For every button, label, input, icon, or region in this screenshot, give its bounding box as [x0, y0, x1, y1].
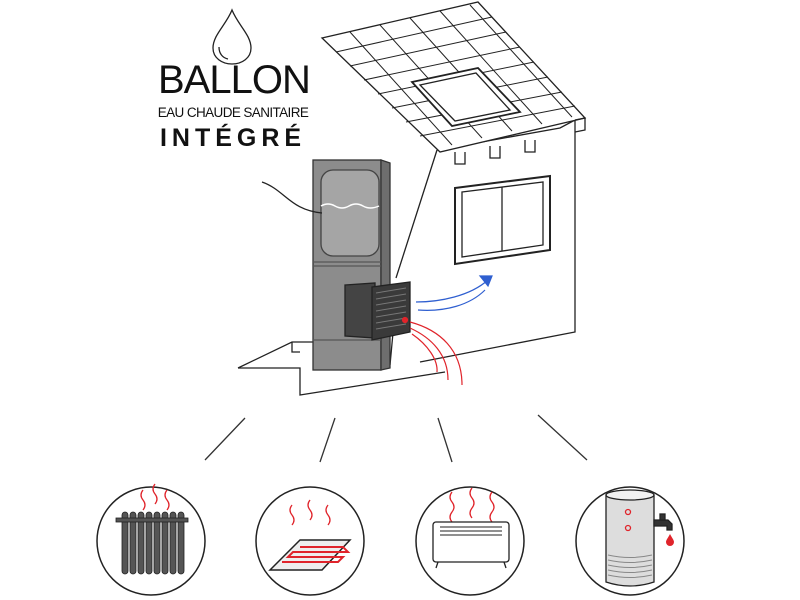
- hot-air-flow: [401, 316, 463, 386]
- convector-heater-icon: [415, 486, 525, 596]
- window: [454, 174, 551, 266]
- water-drop-icon: [212, 8, 252, 65]
- house: [389, 118, 576, 366]
- heat-pump-unit: [312, 159, 391, 371]
- cold-air-flow: [415, 275, 493, 311]
- arrow-icon: [478, 275, 493, 288]
- faucet-icon: [653, 519, 673, 531]
- water-tank: [320, 169, 380, 257]
- ventilation-grille: [344, 281, 411, 341]
- hot-water-drop: [666, 534, 674, 546]
- title-ballon: BALLON: [158, 58, 311, 102]
- connector-lines: [204, 414, 588, 463]
- roof: [320, 1, 587, 153]
- underfloor-heating-icon: [255, 486, 365, 596]
- radiator-icon: [96, 483, 206, 596]
- ground-slab: [237, 341, 446, 396]
- title-integre: INTÉGRÉ: [159, 124, 307, 152]
- hot-water-tank-icon: [575, 486, 685, 596]
- subtitle-eau-chaude-sanitaire: EAU CHAUDE SANITAIRE: [157, 105, 309, 120]
